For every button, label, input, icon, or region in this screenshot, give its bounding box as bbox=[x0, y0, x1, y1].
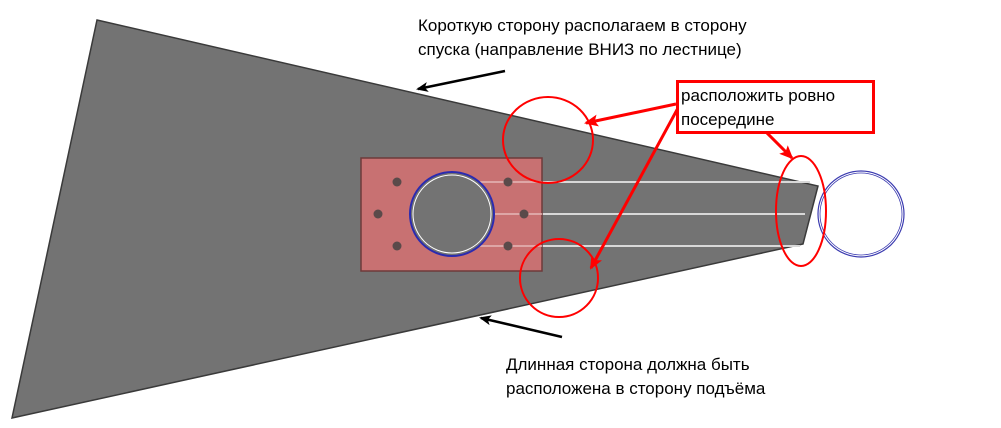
long-side-note-line-1: Длинная сторона должна быть bbox=[506, 355, 750, 374]
marker-circle-top bbox=[502, 96, 594, 184]
short-side-note: Короткую сторону располагаем в сторону с… bbox=[418, 14, 747, 62]
short-side-note-line-2: спуска (направление ВНИЗ по лестнице) bbox=[418, 40, 742, 59]
marker-circle-bottom bbox=[519, 238, 599, 318]
callout-arrow-top bbox=[584, 102, 677, 127]
next-post-outline-inner bbox=[819, 172, 903, 256]
center-callout-box bbox=[676, 80, 875, 134]
center-callout-line-2: посередине bbox=[681, 110, 775, 129]
long-side-note: Длинная сторона должна быть расположена … bbox=[506, 353, 765, 401]
short-side-arrow bbox=[416, 69, 506, 92]
next-post-outline bbox=[817, 170, 905, 258]
center-callout-line-1: расположить ровно bbox=[681, 86, 836, 105]
center-post-hole-rim bbox=[412, 174, 492, 254]
long-side-note-line-2: расположена в сторону подъёма bbox=[506, 379, 766, 398]
bolt-holes bbox=[373, 177, 529, 251]
marker-ellipse-tip bbox=[775, 155, 827, 267]
long-side-arrow bbox=[479, 315, 563, 339]
short-side-note-line-1: Короткую сторону располагаем в сторону bbox=[418, 16, 747, 35]
center-callout-text: расположить ровно посередине bbox=[681, 84, 835, 132]
callout-arrow-bottom bbox=[589, 107, 680, 270]
center-post-hole bbox=[409, 171, 495, 257]
